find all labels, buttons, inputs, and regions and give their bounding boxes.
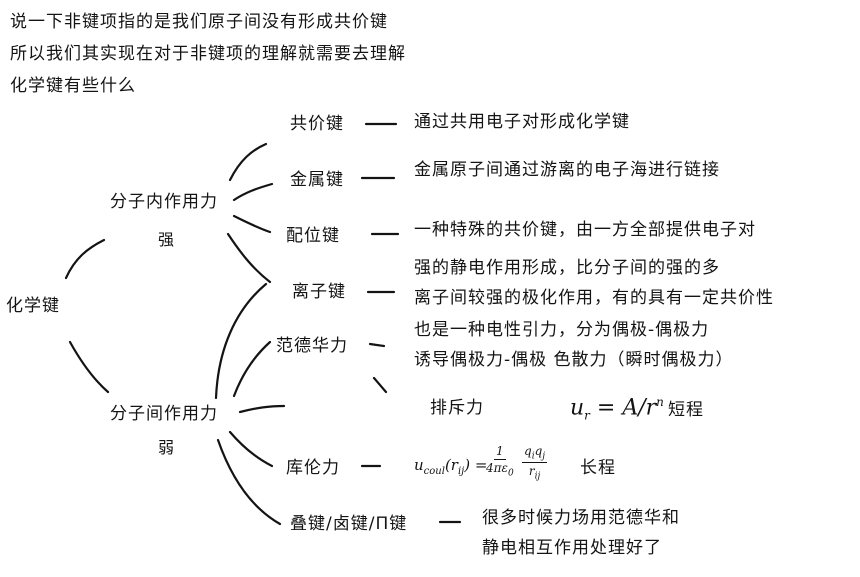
formula-coulomb-f2-denominator-sub: ij (534, 471, 541, 482)
node-coulomb-force: 库伦力 (286, 458, 340, 478)
desc-ionic-bond-line-1: 强的静电作用形成，比分子间的强的多 (414, 258, 720, 278)
connector-intra-metallic (232, 182, 274, 202)
group-intramolecular-note: 强 (158, 230, 175, 249)
desc-covalent-bond: 通过共用电子对形成化学键 (414, 112, 630, 132)
formula-coulomb-f1-denominator-sub: 0 (507, 468, 514, 479)
formula-repulsion-exponent: n (656, 395, 664, 409)
connector-intra-covalent (228, 142, 268, 182)
connector-intra-ionic (226, 232, 272, 284)
connector-intra-coordinate (232, 214, 272, 234)
formula-coulomb-u-sub: coul (423, 466, 445, 477)
desc-ionic-bond-line-2: 离子间较强的极化作用，有的具有一定共价性 (414, 288, 774, 308)
formula-coulomb-arg-sub: ij (457, 466, 465, 477)
connector-inter-coulomb (228, 430, 274, 468)
connector-root-inter (68, 340, 110, 394)
node-covalent-bond: 共价键 (290, 114, 344, 134)
root-node-chemical-bond: 化学键 (6, 296, 60, 316)
formula-coulomb-fraction-1: 1 4πε0 (486, 444, 514, 478)
range-repulsion-short: 短程 (668, 400, 704, 420)
formula-coulomb-equals: ) = (464, 456, 488, 474)
desc-vdw-line-2: 诱导偶极力-偶极 色散力（瞬时偶极力） (414, 350, 734, 370)
formula-coulomb-u: u (414, 456, 424, 474)
group-intermolecular-force: 分子间作用力 (110, 404, 218, 424)
formula-coulomb-f2-q2-sub: j (542, 451, 546, 462)
intro-line-3: 化学键有些什么 (10, 76, 136, 96)
formula-coulomb-f2-q1: q (524, 444, 532, 458)
node-ionic-bond: 离子键 (292, 282, 346, 302)
formula-coulomb-f2-q1-sub: i (531, 451, 535, 462)
connector-root-intra (64, 238, 106, 280)
formula-coulomb-lhs: ucoul(rij) = (414, 458, 487, 477)
dash-vdw (368, 342, 386, 348)
formula-repulsion-lhs-sub: r (584, 408, 590, 423)
formula-coulomb-f2-q2: q (534, 444, 543, 458)
node-coordinate-bond: 配位键 (286, 226, 340, 246)
desc-stacking-line-2: 静电相互作用处理好了 (482, 538, 662, 558)
formula-repulsion: ur = A/rn (570, 396, 664, 422)
desc-stacking-line-1: 很多时候力场用范德华和 (482, 508, 680, 528)
dash-vdw-diagonal (372, 376, 388, 394)
node-van-der-waals-force: 范德华力 (276, 336, 348, 356)
range-coulomb-long: 长程 (580, 458, 616, 478)
desc-vdw-line-1: 也是一种电性引力，分为偶极-偶极力 (414, 320, 710, 340)
formula-coulomb-f1-denominator: 4πε (486, 461, 508, 475)
formula-coulomb-arg: (r (444, 456, 458, 474)
node-stacking-halogen-pi-bond: 叠键/卤键/Π键 (290, 514, 408, 534)
intro-line-2: 所以我们其实现在对于非键项的理解就需要去理解 (10, 44, 406, 64)
intro-line-1: 说一下非键项指的是我们原子间没有形成共价键 (10, 12, 388, 32)
connector-inter-vdw (232, 340, 272, 398)
desc-coordinate-bond: 一种特殊的共价键，由一方全部提供电子对 (414, 220, 756, 240)
group-intermolecular-note: 弱 (158, 438, 175, 457)
formula-coulomb-f1-numerator: 1 (494, 444, 506, 460)
formula-repulsion-lhs: u (570, 395, 585, 421)
connector-inter-repulsion (238, 404, 286, 414)
node-metallic-bond: 金属键 (290, 170, 344, 190)
formula-coulomb-f2-denominator: r (528, 464, 535, 479)
node-repulsion-force: 排斥力 (430, 398, 484, 418)
connector-inter-stacking (216, 438, 282, 526)
formula-coulomb-fraction-2: qiqj rij (522, 444, 548, 482)
desc-metallic-bond: 金属原子间通过游离的电子海进行链接 (414, 160, 720, 180)
connector-inter-ionic (214, 282, 268, 400)
formula-repulsion-rhs: = A/r (589, 395, 657, 421)
group-intramolecular-force: 分子内作用力 (110, 192, 218, 212)
